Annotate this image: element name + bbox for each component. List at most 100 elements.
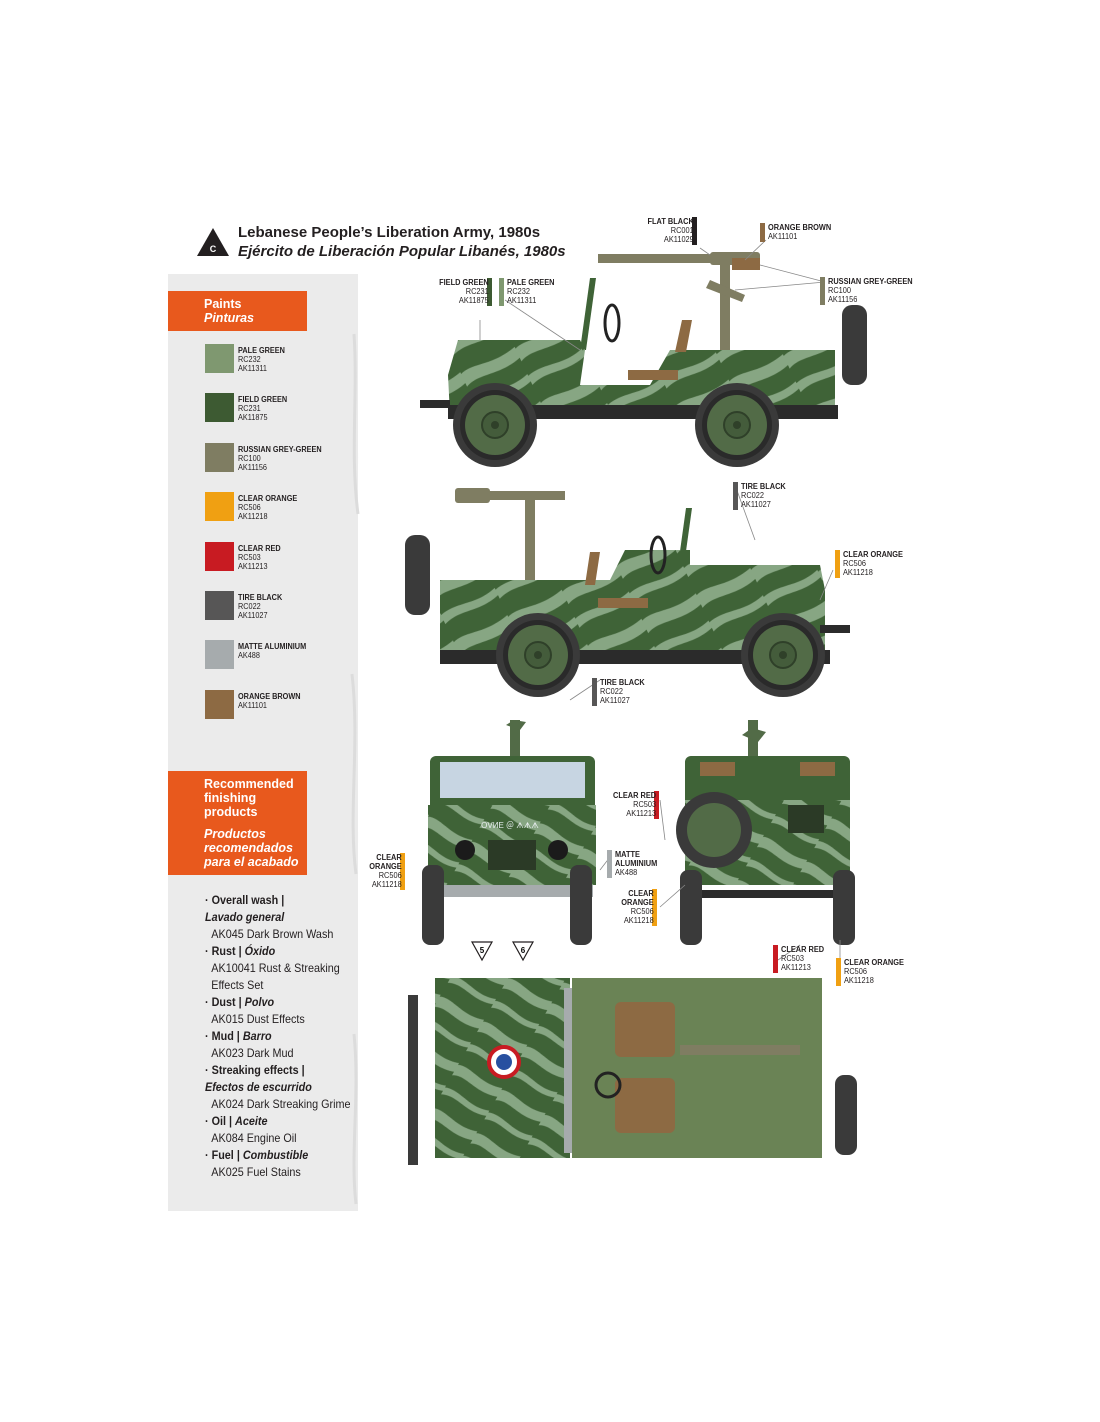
paint-code: AK11213 xyxy=(238,561,268,571)
callout-color-bar xyxy=(773,945,778,973)
paint-swatch xyxy=(205,690,234,719)
bullet: · xyxy=(205,1148,212,1162)
finishing-category: · Rust | Óxido xyxy=(205,943,351,960)
paints-heading-es: Pinturas xyxy=(204,311,255,325)
paint-code: RC231 xyxy=(238,403,261,413)
callout-color-bar xyxy=(652,889,657,926)
paint-name: MATTE ALUMINIUM xyxy=(238,641,307,651)
finishing-category-en: Mud xyxy=(211,1029,234,1043)
callout-color-bar xyxy=(836,958,841,986)
paint-guide-panel xyxy=(168,274,358,1211)
callout-color-bar xyxy=(400,853,405,890)
callout-paint-name: CLEAR xyxy=(376,852,402,862)
finishing-category-es: Aceite xyxy=(235,1114,268,1128)
callout-paint-code: AK11218 xyxy=(844,975,874,985)
finishing-product: AK024 Dark Streaking Grime xyxy=(211,1097,351,1111)
callout-color-bar xyxy=(692,217,697,245)
callout-paint-code: RC231 xyxy=(465,286,489,296)
callout-paint-code: AK11029 xyxy=(664,234,694,244)
callout-paint-code: AK11311 xyxy=(507,295,537,305)
callout-paint-code: RC100 xyxy=(828,285,852,295)
finishing-product: AK015 Dust Effects xyxy=(211,1012,305,1026)
callout-paint-name: RUSSIAN GREY-GREEN xyxy=(828,276,913,286)
callout-paint-name: FLAT BLACK xyxy=(647,216,694,226)
finishing-category-es: Efectos de escurrido xyxy=(205,1080,312,1094)
callout-paint-name: ORANGE xyxy=(369,861,402,871)
paint-code: RC022 xyxy=(238,601,261,611)
scheme-title-spanish: Ejército de Liberación Popular Libanés, … xyxy=(238,243,566,260)
callout-paint-code: RC001 xyxy=(670,225,694,235)
paint-swatch xyxy=(205,591,234,620)
separator: | xyxy=(235,944,245,958)
callout-paint-name: ALUMINIUM xyxy=(615,858,658,868)
separator: | xyxy=(235,995,245,1009)
callout-paint-name: ORANGE BROWN xyxy=(768,222,832,232)
callout-color-bar xyxy=(760,223,765,242)
bullet: · xyxy=(205,893,212,907)
callout-paint-code: RC506 xyxy=(843,558,867,568)
separator: | xyxy=(233,1148,243,1162)
finishing-category-en: Streaking effects xyxy=(211,1063,299,1077)
paint-code: AK11311 xyxy=(238,363,267,373)
finishing-category-es: Óxido xyxy=(244,944,276,958)
finishing-product: AK045 Dark Brown Wash xyxy=(211,927,334,941)
vehicle-illustrations: ОVИЕ ＠ ᗑᗑᗑ xyxy=(405,239,867,1165)
paint-swatch xyxy=(205,443,234,472)
callout-paint-code: AK11218 xyxy=(372,879,402,889)
paint-name: RUSSIAN GREY-GREEN xyxy=(238,444,322,454)
paint-code: AK11218 xyxy=(238,511,268,521)
paint-swatch xyxy=(205,344,234,373)
paint-name: FIELD GREEN xyxy=(238,394,288,404)
finishing-product: Effects Set xyxy=(211,978,264,992)
paints-heading-en: Paints xyxy=(204,297,242,311)
front-marking-text: ОVИЕ ＠ ᗑᗑᗑ xyxy=(481,821,539,830)
finishing-category-es: Polvo xyxy=(244,995,275,1009)
separator: | xyxy=(226,1114,236,1128)
callout-color-bar xyxy=(607,850,612,878)
bullet: · xyxy=(205,1114,212,1128)
paint-name: TIRE BLACK xyxy=(238,592,283,602)
callout-paint-code: AK488 xyxy=(615,867,638,877)
paint-name: PALE GREEN xyxy=(238,345,285,355)
callout-paint-name: CLEAR xyxy=(628,888,654,898)
finishing-heading-en-3: products xyxy=(204,805,258,819)
paint-code: AK11875 xyxy=(238,412,268,422)
callout-paint-name: ORANGE xyxy=(621,897,654,907)
side-view-left-profile xyxy=(420,252,867,468)
finishing-category: · Fuel | Combustible xyxy=(205,1147,351,1164)
finishing-category-es: Combustible xyxy=(242,1148,309,1162)
callout-paint-name: TIRE BLACK xyxy=(600,677,645,687)
callout-paint-name: MATTE xyxy=(615,849,640,859)
finishing-category: · Overall wash | xyxy=(205,892,351,909)
callout-paint-code: AK11213 xyxy=(626,808,656,818)
finishing-heading-en-1: Recommended xyxy=(204,777,294,791)
svg-text:5: 5 xyxy=(480,946,485,955)
paint-name: ORANGE BROWN xyxy=(238,691,301,701)
callout-leader-lines xyxy=(479,239,841,975)
rear-view xyxy=(676,720,855,945)
callout-paint-code: RC503 xyxy=(781,953,805,963)
finishing-heading-es-3: para el acabado xyxy=(204,855,299,869)
paint-code: AK11027 xyxy=(238,610,268,620)
callout-paint-code: RC232 xyxy=(507,286,531,296)
svg-text:6: 6 xyxy=(521,946,526,955)
callout-paint-code: AK11218 xyxy=(624,915,654,925)
callout-color-bar xyxy=(654,791,659,819)
finishing-category-en: Oil xyxy=(211,1114,227,1128)
scheme-title-english: Lebanese People’s Liberation Army, 1980s xyxy=(238,224,541,241)
paints-heading: Paints Pinturas xyxy=(168,291,307,331)
callout-paint-code: RC503 xyxy=(632,799,656,809)
finishing-category-en: Rust xyxy=(211,944,236,958)
